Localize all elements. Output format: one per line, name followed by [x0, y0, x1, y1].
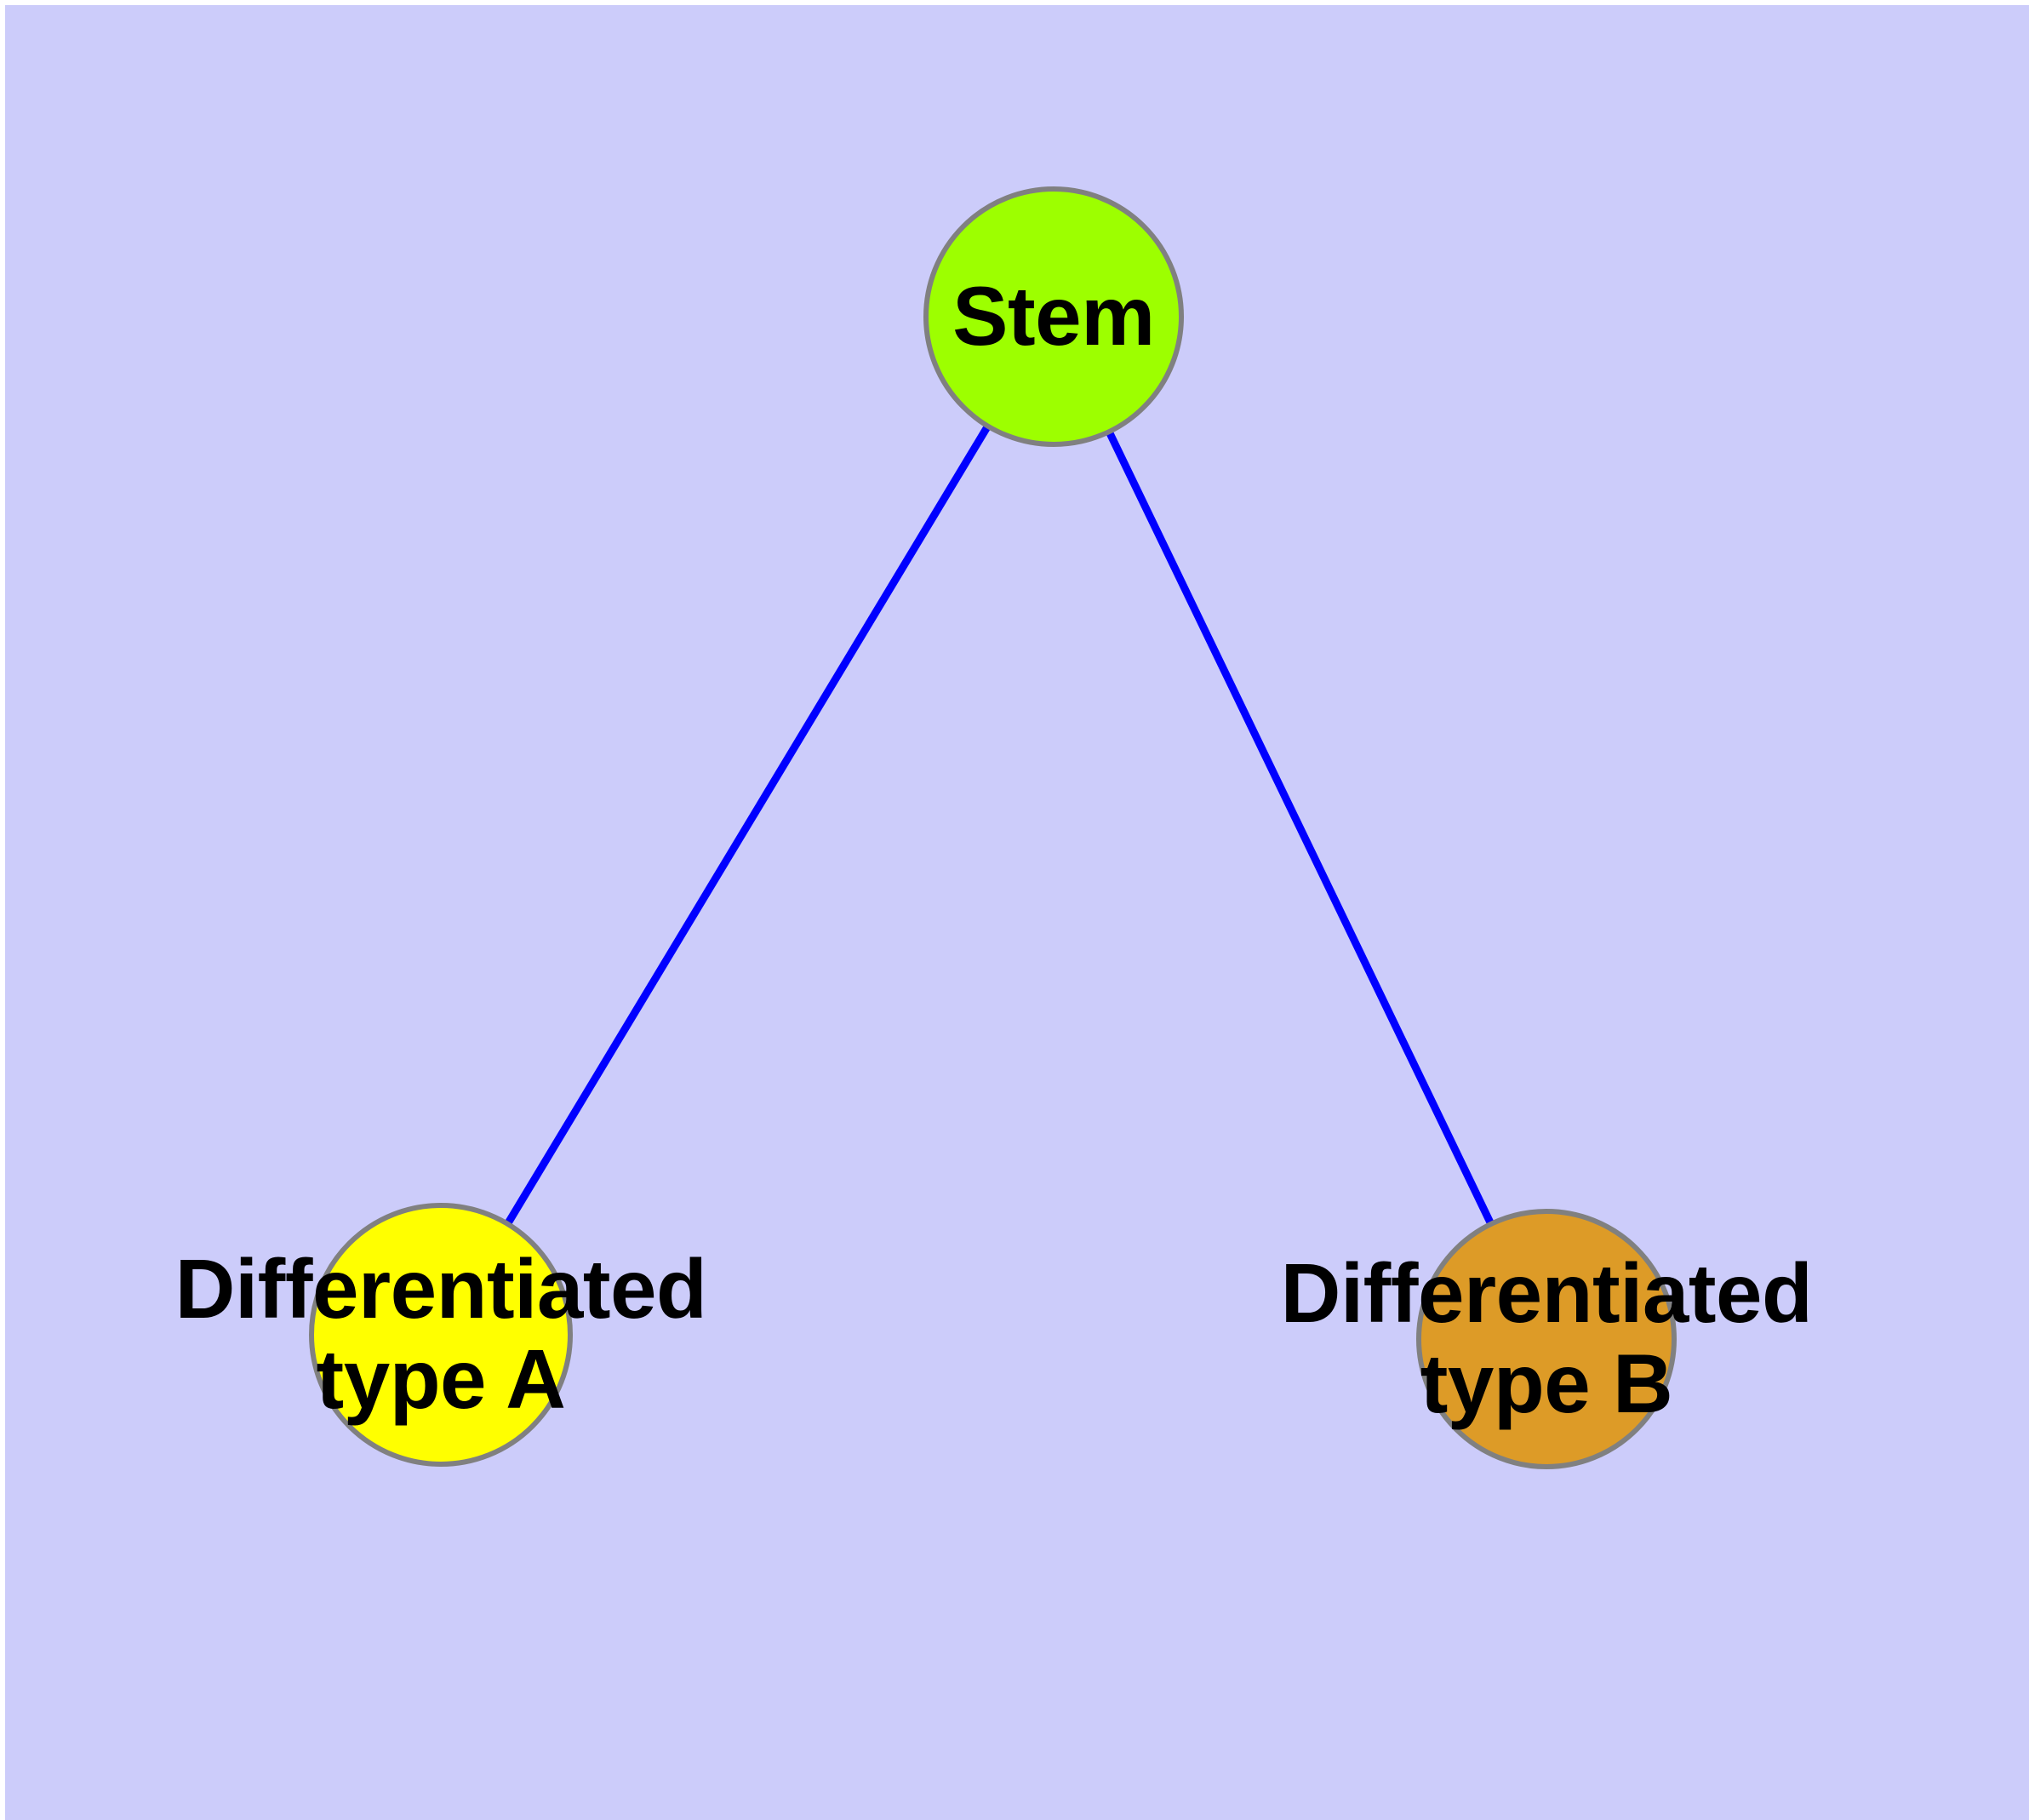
graph-edge-stem-to-a[interactable]: [437, 314, 1057, 1337]
node-layer: [309, 186, 1677, 1469]
graph-node-diff_b[interactable]: [1416, 1209, 1677, 1469]
graph-edge-stem-to-b[interactable]: [1049, 315, 1551, 1341]
graph-node-diff_a[interactable]: [309, 1203, 573, 1467]
edge-layer: [437, 314, 1551, 1341]
graph-node-stem[interactable]: [923, 186, 1184, 447]
